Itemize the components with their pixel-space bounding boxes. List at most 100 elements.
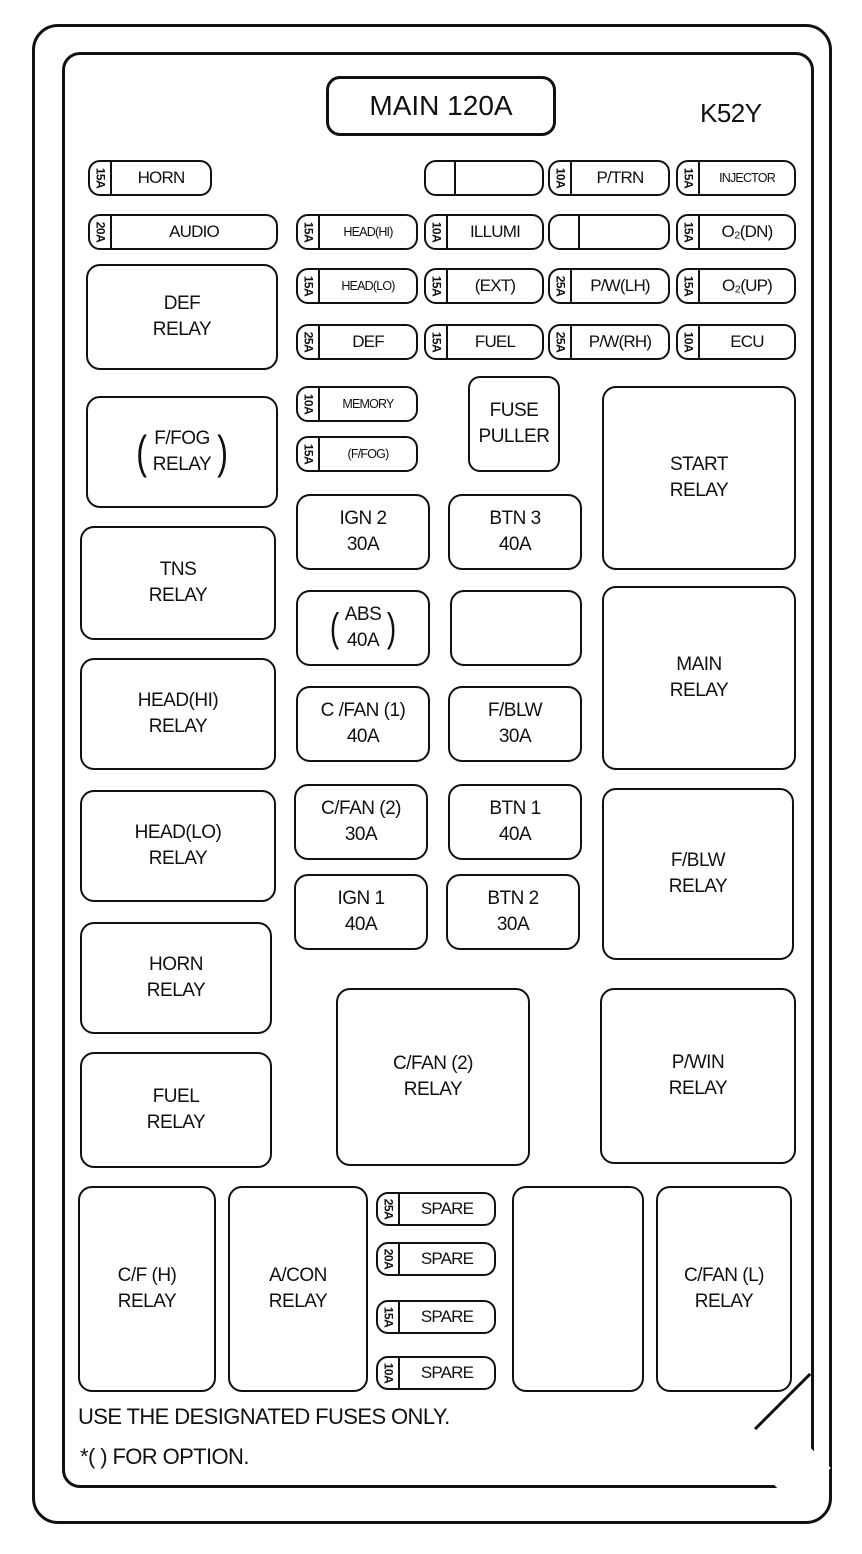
fuse-pw-rh: 25A P/W(RH) bbox=[548, 324, 670, 360]
large-fuse-label: IGN 2 30A bbox=[339, 508, 387, 555]
fuse-amp-rating: 25A bbox=[381, 1198, 396, 1220]
large-fuse-label: ABS 40A bbox=[344, 604, 382, 651]
relay-fuel: FUEL RELAY bbox=[80, 1052, 272, 1168]
main-fuse-120a: MAIN 120A bbox=[326, 76, 556, 136]
fuse-abs: ( ABS 40A ) bbox=[296, 590, 430, 666]
fuse-ign1: IGN 1 40A bbox=[294, 874, 428, 950]
large-fuse-label: C/FAN (2) 30A bbox=[321, 798, 401, 845]
fuse-amp-rating: 20A bbox=[381, 1248, 396, 1270]
fuse-name: MEMORY bbox=[342, 397, 394, 411]
relay-tns: TNS RELAY bbox=[80, 526, 276, 640]
fuse-name: (EXT) bbox=[474, 276, 516, 295]
fuse-puller[interactable]: FUSE PULLER bbox=[468, 376, 560, 472]
large-fuse-label: F/BLW 30A bbox=[487, 700, 543, 747]
large-fuse-label: BTN 3 40A bbox=[489, 508, 541, 555]
fuse-c-fan-2: C/FAN (2) 30A bbox=[294, 784, 428, 860]
relay-def: DEF RELAY bbox=[86, 264, 278, 370]
fuse-name: O₂(DN) bbox=[721, 222, 774, 241]
fuse-head-lo: 15A HEAD(LO) bbox=[296, 268, 418, 304]
fuse-name: P/TRN bbox=[596, 168, 644, 187]
slot-right bbox=[578, 216, 668, 248]
fuse-amp-rating: 15A bbox=[681, 275, 696, 297]
fuse-amp-rating: 15A bbox=[301, 221, 316, 243]
relay-main: MAIN RELAY bbox=[602, 586, 796, 770]
large-fuse-label: C /FAN (1) 40A bbox=[320, 700, 406, 747]
fuse-name: DEF bbox=[352, 332, 384, 351]
fuse-pw-lh: 25A P/W(LH) bbox=[548, 268, 670, 304]
fuse-c-fan-1: C /FAN (1) 40A bbox=[296, 686, 430, 762]
large-fuse-label: BTN 2 30A bbox=[487, 888, 539, 935]
large-fuse-label: IGN 1 40A bbox=[337, 888, 385, 935]
large-fuse-label: BTN 1 40A bbox=[489, 798, 541, 845]
fuse-amp-rating: 10A bbox=[681, 331, 696, 353]
fuse-o2-dn: 15A O₂(DN) bbox=[676, 214, 796, 250]
fuse-name: O₂(UP) bbox=[722, 276, 773, 295]
empty-fuse-slot bbox=[548, 214, 670, 250]
fuse-amp-rating: 15A bbox=[93, 167, 108, 189]
fuse-name: P/W(LH) bbox=[590, 276, 650, 295]
slot-left bbox=[550, 216, 578, 248]
relay-f-blw: F/BLW RELAY bbox=[602, 788, 794, 960]
relay-label: A/CON RELAY bbox=[268, 1265, 328, 1312]
option-paren-right: ) bbox=[387, 606, 397, 650]
fuse-name: AUDIO bbox=[169, 222, 220, 241]
relay-label: F/BLW RELAY bbox=[668, 850, 728, 897]
fuse-amp-rating: 10A bbox=[381, 1362, 396, 1384]
fuse-amp-rating: 15A bbox=[681, 221, 696, 243]
fuse-memory: 10A MEMORY bbox=[296, 386, 418, 422]
fuse-spare-25a: 25A SPARE bbox=[376, 1192, 496, 1226]
relay-head-lo: HEAD(LO) RELAY bbox=[80, 790, 276, 902]
fuse-amp-rating: 15A bbox=[429, 275, 444, 297]
fuse-f-blw: F/BLW 30A bbox=[448, 686, 582, 762]
main-fuse-label: MAIN 120A bbox=[369, 90, 513, 122]
empty-relay-slot bbox=[512, 1186, 644, 1392]
fuse-amp-rating: 15A bbox=[301, 275, 316, 297]
relay-label: F/FOG RELAY bbox=[152, 428, 212, 475]
relay-label: C/FAN (L) RELAY bbox=[684, 1265, 764, 1312]
option-paren-left: ( bbox=[136, 426, 147, 478]
fuse-ext: 15A (EXT) bbox=[424, 268, 544, 304]
empty-large-fuse-slot bbox=[450, 590, 582, 666]
fuse-amp-rating: 10A bbox=[553, 167, 568, 189]
relay-label: HEAD(HI) RELAY bbox=[137, 690, 219, 737]
relay-label: C/F (H) RELAY bbox=[117, 1265, 177, 1312]
empty-fuse-slot bbox=[424, 160, 544, 196]
relay-start: START RELAY bbox=[602, 386, 796, 570]
fuse-name: HORN bbox=[137, 168, 186, 187]
fuse-name: SPARE bbox=[420, 1363, 474, 1382]
relay-p-win: P/WIN RELAY bbox=[600, 988, 796, 1164]
fuse-spare-20a: 20A SPARE bbox=[376, 1242, 496, 1276]
fuse-ign2: IGN 2 30A bbox=[296, 494, 430, 570]
fuse-name: HEAD(LO) bbox=[341, 279, 395, 293]
fuse-name: HEAD(HI) bbox=[343, 225, 393, 239]
fuse-name: (F/FOG) bbox=[347, 447, 390, 461]
fuse-amp-rating: 25A bbox=[553, 331, 568, 353]
fuse-head-hi: 15A HEAD(HI) bbox=[296, 214, 418, 250]
fuse-btn2: BTN 2 30A bbox=[446, 874, 580, 950]
fuse-illumi: 10A ILLUMI bbox=[424, 214, 544, 250]
fuse-name: SPARE bbox=[420, 1199, 474, 1218]
option-paren-right: ) bbox=[217, 426, 228, 478]
fuse-def: 25A DEF bbox=[296, 324, 418, 360]
model-code: K52Y bbox=[700, 98, 762, 128]
fuse-p-trn: 10A P/TRN bbox=[548, 160, 670, 196]
relay-c-fan-2: C/FAN (2) RELAY bbox=[336, 988, 530, 1166]
fuse-name: SPARE bbox=[420, 1307, 474, 1326]
fuse-audio: 20A AUDIO bbox=[88, 214, 278, 250]
relay-label: C/FAN (2) RELAY bbox=[393, 1053, 473, 1100]
fuse-amp-rating: 15A bbox=[381, 1306, 396, 1328]
fuse-name: FUEL bbox=[474, 332, 516, 351]
fuse-name: INJECTOR bbox=[719, 171, 776, 185]
fuse-spare-10a: 10A SPARE bbox=[376, 1356, 496, 1390]
fuse-ecu: 10A ECU bbox=[676, 324, 796, 360]
fuse-amp-rating: 25A bbox=[301, 331, 316, 353]
fuse-f-fog: 15A (F/FOG) bbox=[296, 436, 418, 472]
fuse-amp-rating: 15A bbox=[301, 443, 316, 465]
relay-f-fog: ( F/FOG RELAY ) bbox=[86, 396, 278, 508]
relay-c-fan-l: C/FAN (L) RELAY bbox=[656, 1186, 792, 1392]
relay-label: START RELAY bbox=[669, 454, 729, 501]
relay-label: TNS RELAY bbox=[148, 559, 208, 606]
fuse-amp-rating: 25A bbox=[553, 275, 568, 297]
relay-c-f-h: C/F (H) RELAY bbox=[78, 1186, 216, 1392]
fuse-amp-rating: 20A bbox=[93, 221, 108, 243]
